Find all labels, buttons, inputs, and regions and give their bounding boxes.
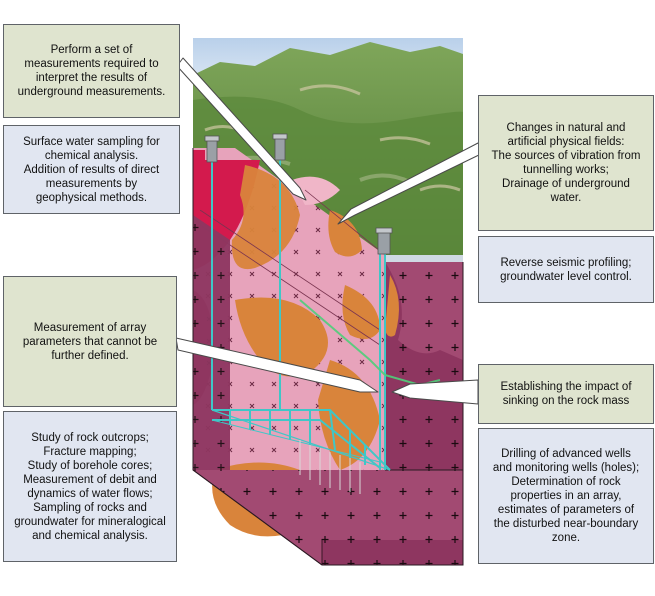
arrow-tl <box>176 57 307 201</box>
physical-fields-changes-box: Changes in natural and artificial physic… <box>478 95 654 231</box>
rock-outcrops-study-box: Study of rock outcrops; Fracture mapping… <box>3 411 177 562</box>
measurements-interpretation-box: Perform a set of measurements required t… <box>3 24 180 118</box>
headframes <box>204 133 393 255</box>
vertical-drill-holes <box>299 440 361 494</box>
arrow-ml <box>175 337 379 393</box>
drilling-wells-box: Drilling of advanced wells and monitorin… <box>478 428 654 564</box>
right-block-top <box>385 255 463 262</box>
sinking-impact-box: Establishing the impact of sinking on th… <box>478 364 654 424</box>
seismic-profiling-box: Reverse seismic profiling; groundwater l… <box>478 236 654 303</box>
surface-water-sampling-box: Surface water sampling for chemical anal… <box>3 125 180 214</box>
callout-arrows <box>175 57 484 405</box>
array-parameters-box: Measurement of array parameters that can… <box>3 276 177 407</box>
